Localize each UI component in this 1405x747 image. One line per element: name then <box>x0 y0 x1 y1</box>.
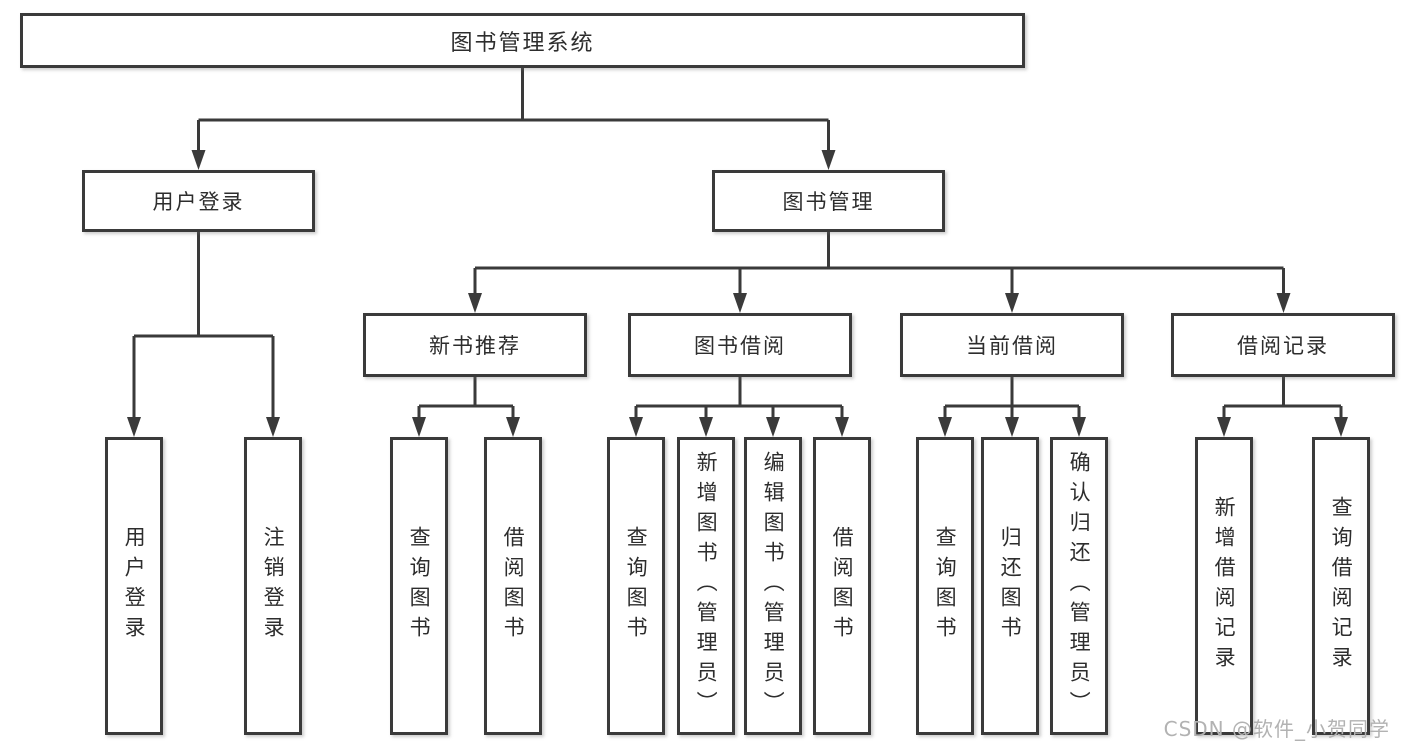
node-label: 借阅图书 <box>830 526 855 646</box>
node-leaf-user-login: 用户登录 <box>105 437 163 735</box>
node-label: 查询图书 <box>933 526 958 646</box>
node-leaf-logout: 注销登录 <box>244 437 302 735</box>
node-label: 借阅记录 <box>1237 334 1329 358</box>
csdn-watermark: CSDN @软件_小贺同学 <box>1163 717 1390 741</box>
node-label: 新增图书（管理员） <box>694 451 719 721</box>
node-leaf-query-books-borrowing: 查询图书 <box>607 437 665 735</box>
node-label: 新增借阅记录 <box>1212 496 1237 676</box>
node-label: 当前借阅 <box>966 334 1058 358</box>
node-leaf-confirm-return-admin: 确认归还（管理员） <box>1050 437 1108 735</box>
connector-book-mgmt-children <box>468 232 1291 313</box>
connector-borrow-records-children <box>1217 377 1348 437</box>
node-book-management: 图书管理 <box>712 170 945 232</box>
node-leaf-add-borrow-record: 新增借阅记录 <box>1195 437 1253 735</box>
node-book-borrowing: 图书借阅 <box>628 313 852 377</box>
node-label: 图书管理 <box>782 190 875 214</box>
node-leaf-borrow-books: 借阅图书 <box>813 437 871 735</box>
node-user-login: 用户登录 <box>82 170 315 232</box>
node-label: 确认归还（管理员） <box>1067 451 1092 721</box>
node-root-library-management-system: 图书管理系统 <box>20 13 1025 68</box>
node-label: 查询图书 <box>624 526 649 646</box>
node-label: 编辑图书（管理员） <box>761 451 786 721</box>
node-new-book-recommendation: 新书推荐 <box>363 313 587 377</box>
node-label: 用户登录 <box>122 526 147 646</box>
node-label: 查询借阅记录 <box>1329 496 1354 676</box>
node-leaf-add-books-admin: 新增图书（管理员） <box>677 437 735 735</box>
node-leaf-edit-books-admin: 编辑图书（管理员） <box>744 437 802 735</box>
node-label: 注销登录 <box>261 526 286 646</box>
node-leaf-return-books: 归还图书 <box>981 437 1039 735</box>
node-label: 查询图书 <box>407 526 432 646</box>
node-label: 图书借阅 <box>694 334 786 358</box>
connector-new-book-rec-children <box>412 377 520 437</box>
node-leaf-query-borrow-record: 查询借阅记录 <box>1312 437 1370 735</box>
connector-current-borrow-children <box>938 377 1086 437</box>
node-label: 归还图书 <box>998 526 1023 646</box>
connector-book-borrow-children <box>629 377 849 437</box>
connector-root-to-level2 <box>191 68 836 170</box>
node-leaf-borrow-books-recommendation: 借阅图书 <box>484 437 542 735</box>
node-leaf-query-books-recommendation: 查询图书 <box>390 437 448 735</box>
node-label: 新书推荐 <box>429 334 521 358</box>
node-label: 用户登录 <box>152 190 245 214</box>
connector-user-login-children <box>127 232 280 437</box>
node-current-borrowing: 当前借阅 <box>900 313 1124 377</box>
node-borrowing-records: 借阅记录 <box>1171 313 1395 377</box>
node-label: 图书管理系统 <box>450 30 595 56</box>
node-label: 借阅图书 <box>501 526 526 646</box>
node-leaf-query-books-current: 查询图书 <box>916 437 974 735</box>
